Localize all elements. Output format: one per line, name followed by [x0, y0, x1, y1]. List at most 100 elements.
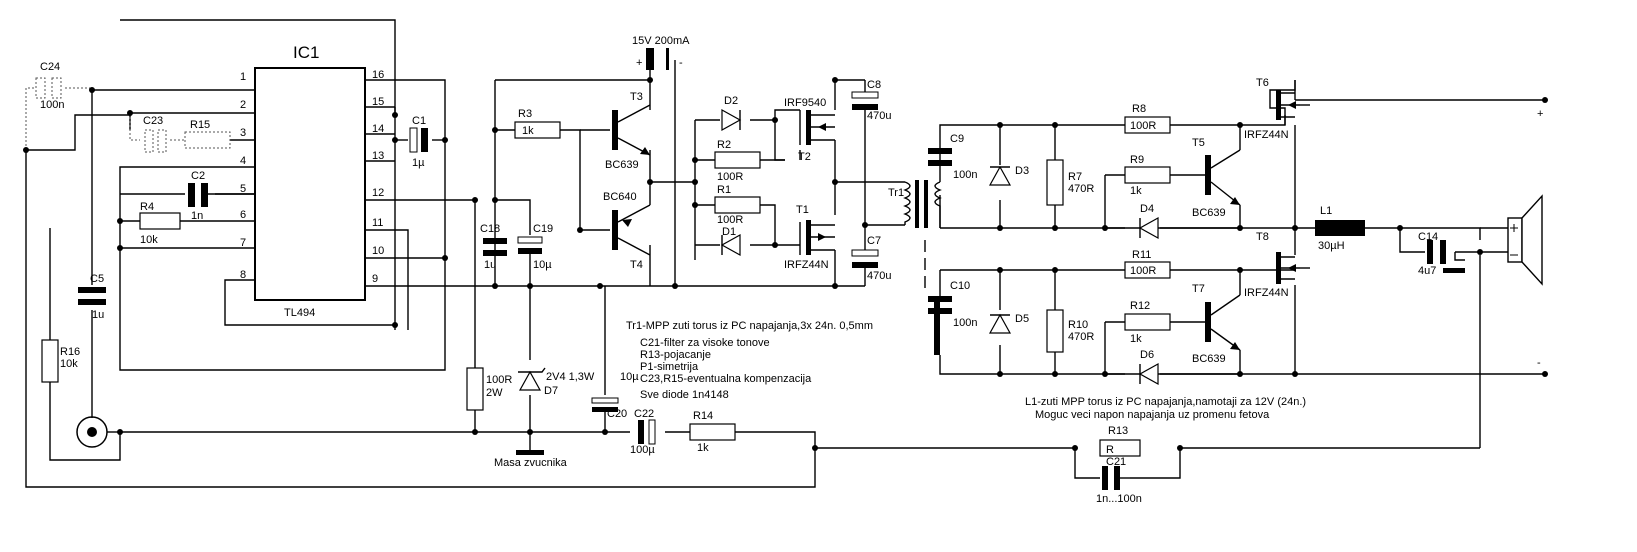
- svg-text:R16: R16: [60, 346, 80, 358]
- capacitor-c9: C9 100n: [928, 133, 977, 181]
- note-line: Moguc veci napon napajanja uz promenu fe…: [1035, 409, 1270, 421]
- svg-text:C14: C14: [1418, 231, 1438, 243]
- resistor-r12: R12 1k: [1124, 300, 1171, 345]
- svg-text:-: -: [1537, 357, 1541, 369]
- supply-terminal: 15V 200mA + -: [632, 35, 690, 70]
- resistor-r3: R3 1k: [514, 108, 561, 139]
- svg-text:Masa zvucnika: Masa zvucnika: [494, 457, 568, 469]
- svg-text:C20: C20: [607, 408, 627, 420]
- transformer-tr1: Tr1: [888, 180, 942, 355]
- input-jack-icon: [76, 416, 120, 448]
- junctions: [23, 77, 1483, 451]
- svg-text:C22: C22: [634, 408, 654, 420]
- svg-text:2V4 1,3W: 2V4 1,3W: [546, 371, 595, 383]
- svg-text:BC640: BC640: [603, 191, 637, 203]
- svg-text:100R: 100R: [717, 214, 743, 226]
- svg-text:100n: 100n: [40, 99, 64, 111]
- diode-d3: D3: [988, 165, 1029, 186]
- capacitor-c5: C5 1u: [78, 273, 106, 321]
- svg-text:IRFZ44N: IRFZ44N: [1244, 287, 1289, 299]
- resistor-r16: R16 10k: [41, 339, 80, 383]
- svg-text:C5: C5: [90, 273, 104, 285]
- svg-text:R14: R14: [693, 410, 713, 422]
- svg-text:C2: C2: [191, 170, 205, 182]
- ic-pin-8: 8: [240, 269, 246, 281]
- svg-text:R4: R4: [140, 201, 154, 213]
- capacitor-c24: C24 100n: [35, 61, 64, 111]
- svg-text:1n: 1n: [191, 210, 203, 222]
- svg-text:D5: D5: [1015, 313, 1029, 325]
- capacitor-c14: C14 4u7: [1418, 231, 1465, 277]
- svg-text:L1: L1: [1320, 205, 1332, 217]
- svg-text:+: +: [1537, 108, 1543, 120]
- svg-text:470u: 470u: [867, 270, 891, 282]
- svg-text:D4: D4: [1140, 203, 1154, 215]
- svg-text:T1: T1: [796, 204, 809, 216]
- svg-text:-: -: [679, 57, 683, 69]
- mosfet-t2: IRF9540 T2: [784, 97, 835, 163]
- svg-text:C10: C10: [950, 280, 970, 292]
- resistor-r7: R7 470R: [1046, 159, 1094, 206]
- resistor-r8: R8 100R: [1124, 103, 1171, 134]
- svg-text:100R: 100R: [717, 171, 743, 183]
- svg-text:C18: C18: [480, 223, 500, 235]
- note-line: C21-filter za visoke tonove: [640, 337, 770, 349]
- note-line: P1-simetrija: [640, 361, 699, 373]
- resistor-r10: R10 470R: [1046, 309, 1094, 353]
- ic-pin-2: 2: [240, 99, 246, 111]
- svg-text:1n...100n: 1n...100n: [1096, 493, 1142, 505]
- svg-text:1k: 1k: [1130, 333, 1142, 345]
- note-line: Tr1-MPP zuti torus iz PC napajanja,3x 24…: [626, 320, 873, 332]
- note-line: R13-pojacanje: [640, 349, 711, 361]
- capacitor-c22: C22 100µ: [630, 408, 656, 456]
- diode-d6: D6: [1138, 349, 1159, 386]
- diode-d1: D1: [720, 226, 741, 257]
- svg-text:1k: 1k: [697, 442, 709, 454]
- ic-pin-16: 16: [372, 69, 384, 81]
- zener-d7: 2V4 1,3W D7: [518, 367, 595, 397]
- svg-text:10k: 10k: [140, 234, 158, 246]
- ic-pin-13: 13: [372, 150, 384, 162]
- svg-text:T6: T6: [1256, 77, 1269, 89]
- svg-text:T3: T3: [630, 91, 643, 103]
- svg-text:100R: 100R: [1130, 265, 1156, 277]
- resistor-r1: R1 100R: [714, 184, 761, 226]
- svg-text:1u: 1u: [92, 309, 104, 321]
- svg-text:C24: C24: [40, 61, 60, 73]
- resistor-100r-2w: 100R 2W: [466, 367, 512, 411]
- svg-text:R9: R9: [1130, 154, 1144, 166]
- transistor-t4: BC640 T4: [603, 191, 651, 271]
- note-line: L1-zuti MPP torus iz PC napajanja,namota…: [1025, 396, 1306, 408]
- notes-block-2: L1-zuti MPP torus iz PC napajanja,namota…: [1025, 396, 1306, 421]
- svg-text:10k: 10k: [60, 358, 78, 370]
- capacitor-c21: C21 1n...100n: [1096, 456, 1142, 505]
- ic-pin-3: 3: [240, 127, 246, 139]
- note-line: C23,R15-eventualna kompenzacija: [640, 373, 812, 385]
- svg-text:R15: R15: [190, 119, 210, 131]
- svg-text:C8: C8: [867, 79, 881, 91]
- output-terminals: + -: [1537, 97, 1548, 377]
- transistor-t5: T5 BC639: [1192, 137, 1241, 219]
- resistor-r9: R9 1k: [1124, 154, 1171, 197]
- svg-text:D1: D1: [722, 226, 736, 238]
- capacitor-c8: C8 470u: [851, 79, 891, 122]
- svg-text:IRFZ44N: IRFZ44N: [784, 259, 829, 271]
- svg-text:470R: 470R: [1068, 331, 1094, 343]
- svg-text:T2: T2: [798, 151, 811, 163]
- svg-text:1k: 1k: [1130, 185, 1142, 197]
- svg-text:D6: D6: [1140, 349, 1154, 361]
- transistor-t7: T7 BC639: [1192, 283, 1241, 365]
- svg-text:C21: C21: [1106, 456, 1126, 468]
- svg-text:R8: R8: [1132, 103, 1146, 115]
- svg-text:R7: R7: [1068, 171, 1082, 183]
- svg-text:R11: R11: [1132, 249, 1151, 261]
- capacitor-c18: C18 1u: [480, 223, 507, 271]
- inductor-l1: L1 30µH: [1315, 205, 1365, 252]
- capacitor-c10: C10 100n: [928, 280, 977, 329]
- svg-text:D7: D7: [544, 385, 558, 397]
- svg-text:IRFZ44N: IRFZ44N: [1244, 129, 1289, 141]
- mosfet-t8: T8 IRFZ44N: [1244, 231, 1310, 299]
- mosfet-t6: T6 IRFZ44N: [1244, 77, 1310, 141]
- svg-text:C1: C1: [412, 115, 426, 127]
